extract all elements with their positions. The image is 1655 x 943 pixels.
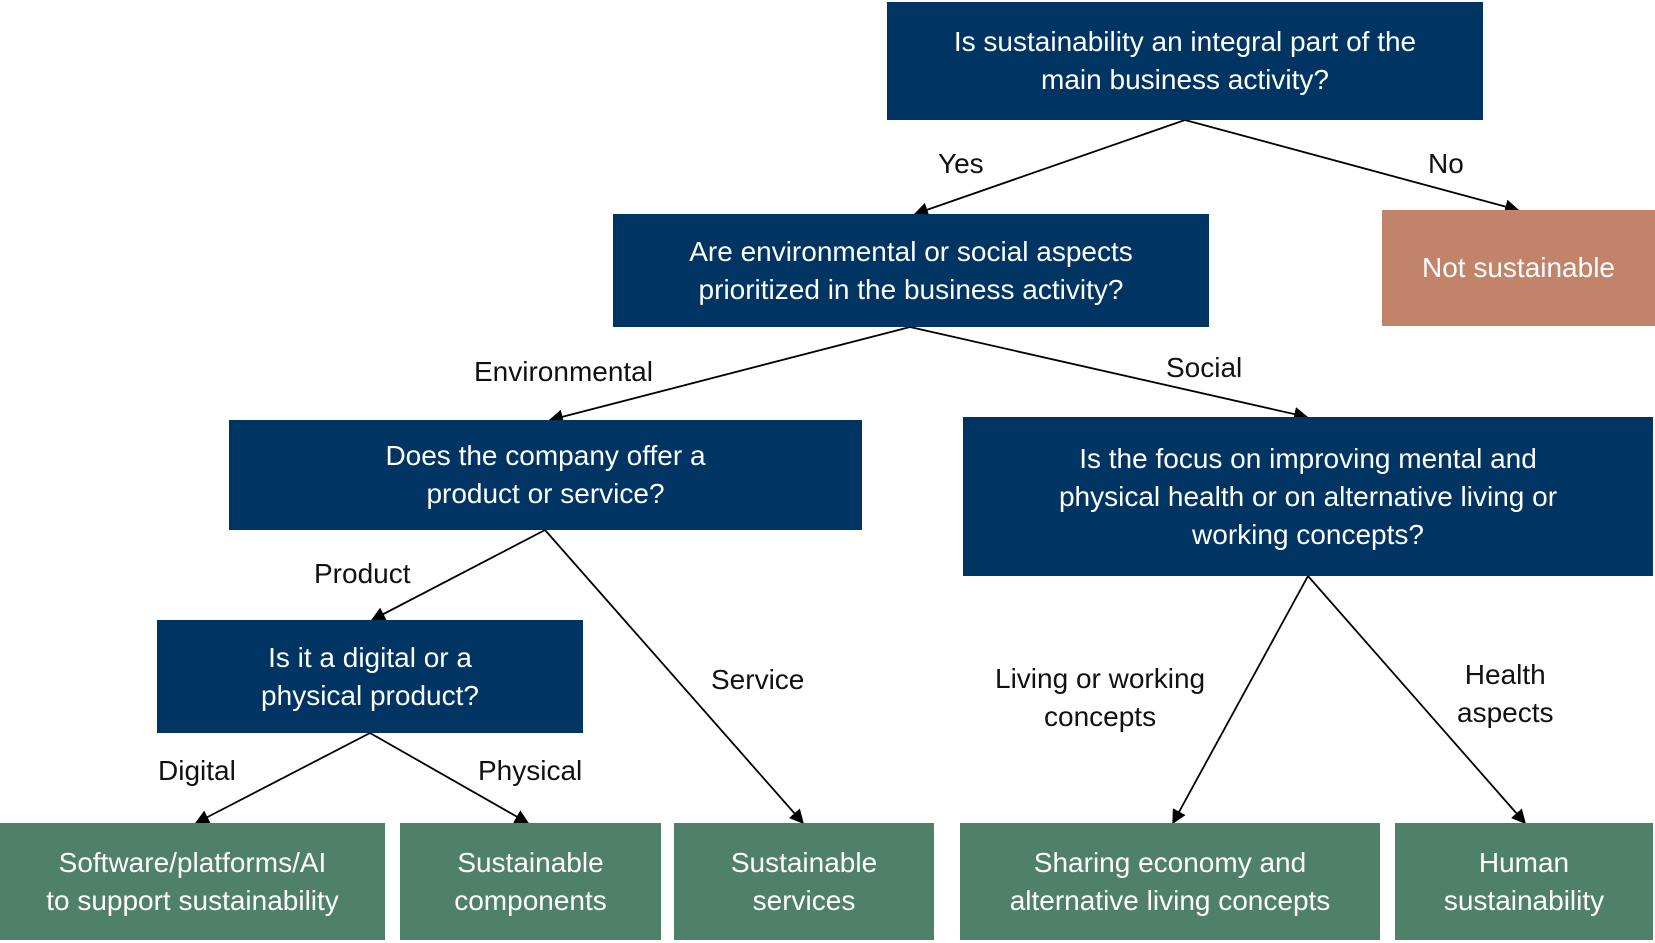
question-sustainability-integral-text: Is sustainability an integral part of th…	[953, 26, 1417, 95]
question-digital-or-physical: Is it a digital or a physical product?	[157, 620, 583, 733]
outcome-not-sustainable: Not sustainable	[1382, 210, 1655, 326]
edge-product-line	[370, 529, 546, 621]
edge-label-environmental: Environmental	[474, 356, 653, 387]
question-product-or-service-text: Does the company offer a product or serv…	[385, 440, 706, 509]
edge-social-line	[909, 326, 1309, 422]
edge-label-service: Service	[711, 664, 805, 695]
edge-label-no: No	[1428, 148, 1464, 179]
outcome-software-platforms-ai: Software/platforms/AI to support sustain…	[0, 823, 385, 940]
question-sustainability-integral: Is sustainability an integral part of th…	[887, 2, 1483, 120]
edge-label-living-working: Living or working concepts	[995, 663, 1206, 732]
edge-label-social: Social	[1166, 352, 1243, 383]
question-health-or-living-concepts-text: Is the focus on improving mental and phy…	[1058, 442, 1558, 550]
edge-living-working-line	[1172, 575, 1309, 825]
outcome-human-sustainability: Human sustainability	[1395, 823, 1653, 940]
question-environmental-or-social-text: Are environmental or social aspects prio…	[689, 235, 1133, 305]
outcome-sustainable-components: Sustainable components	[400, 823, 661, 940]
edge-label-health: Health aspects	[1457, 659, 1554, 728]
edge-label-product: Product	[314, 558, 411, 589]
edge-service-line	[544, 529, 804, 825]
edge-health-line	[1307, 575, 1526, 825]
question-digital-or-physical-text: Is it a digital or a physical product?	[261, 641, 479, 711]
edge-no-line	[1184, 119, 1520, 214]
outcome-software-platforms-ai-text: Software/platforms/AI to support sustain…	[46, 846, 339, 916]
outcome-sustainable-services-text: Sustainable services	[730, 846, 878, 916]
outcome-sharing-economy: Sharing economy and alternative living c…	[960, 823, 1380, 940]
edge-digital-line	[194, 732, 371, 824]
question-product-or-service: Does the company offer a product or serv…	[229, 420, 862, 530]
edge-yes-line	[913, 119, 1186, 217]
outcome-sustainable-services: Sustainable services	[674, 823, 934, 940]
edge-label-yes: Yes	[938, 148, 984, 179]
question-health-or-living-concepts: Is the focus on improving mental and phy…	[963, 417, 1653, 576]
outcome-not-sustainable-text: Not sustainable	[1421, 252, 1615, 283]
edge-physical-line	[369, 732, 530, 824]
edge-label-digital: Digital	[158, 755, 236, 786]
outcome-sharing-economy-text: Sharing economy and alternative living c…	[1009, 846, 1331, 916]
question-environmental-or-social: Are environmental or social aspects prio…	[613, 214, 1209, 327]
outcome-human-sustainability-text: Human sustainability	[1443, 846, 1605, 916]
edge-environmental-line	[548, 326, 911, 424]
edge-label-physical: Physical	[478, 755, 583, 786]
outcome-sustainable-components-text: Sustainable components	[454, 846, 607, 916]
